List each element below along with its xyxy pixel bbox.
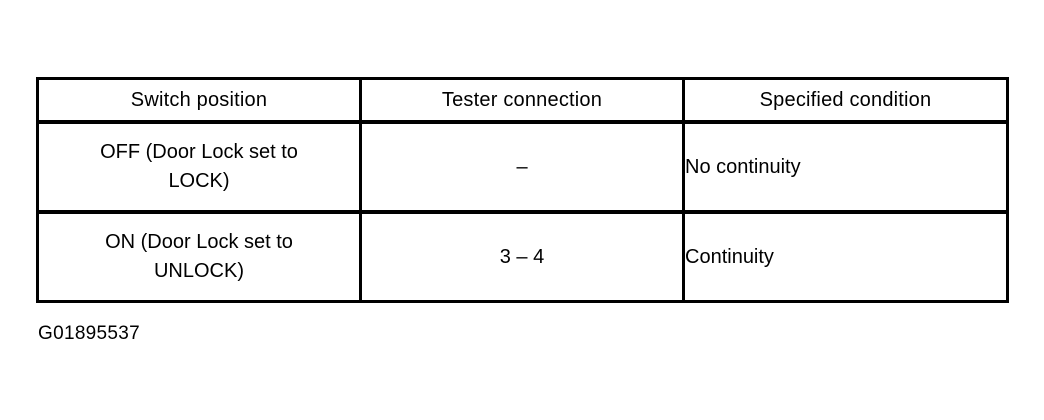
switch-position-off-line-1: OFF (Door Lock set to	[100, 141, 298, 163]
cell-switch-position-on: ON (Door Lock set to UNLOCK)	[38, 212, 361, 302]
column-header-switch-position: Switch position	[37, 78, 361, 124]
cell-tester-connection-on: 3 – 4	[359, 212, 684, 302]
table-row: OFF (Door Lock set to LOCK) – No continu…	[37, 122, 1008, 214]
switch-inspection-table: Switch position Tester connection Specif…	[36, 77, 1009, 303]
cell-switch-position-off: OFF (Door Lock set to LOCK)	[37, 122, 361, 214]
cell-tester-connection-off: –	[359, 122, 684, 214]
column-header-specified-condition: Specified condition	[682, 78, 1008, 124]
cell-specified-condition-on: Continuity	[682, 212, 1008, 302]
column-header-tester-connection: Tester connection	[359, 78, 684, 124]
switch-position-off-line-2: LOCK)	[168, 170, 230, 192]
table-row: ON (Door Lock set to UNLOCK) 3 – 4 Conti…	[38, 212, 1008, 302]
figure-id-label: G01895537	[38, 323, 141, 344]
switch-position-on-line-2: UNLOCK)	[153, 260, 244, 282]
switch-position-on-line-1: ON (Door Lock set to	[105, 231, 293, 253]
table-header-row: Switch position Tester connection Specif…	[37, 78, 1008, 124]
spec-table-container: Switch position Tester connection Specif…	[36, 77, 1009, 303]
cell-specified-condition-off: No continuity	[682, 122, 1008, 214]
